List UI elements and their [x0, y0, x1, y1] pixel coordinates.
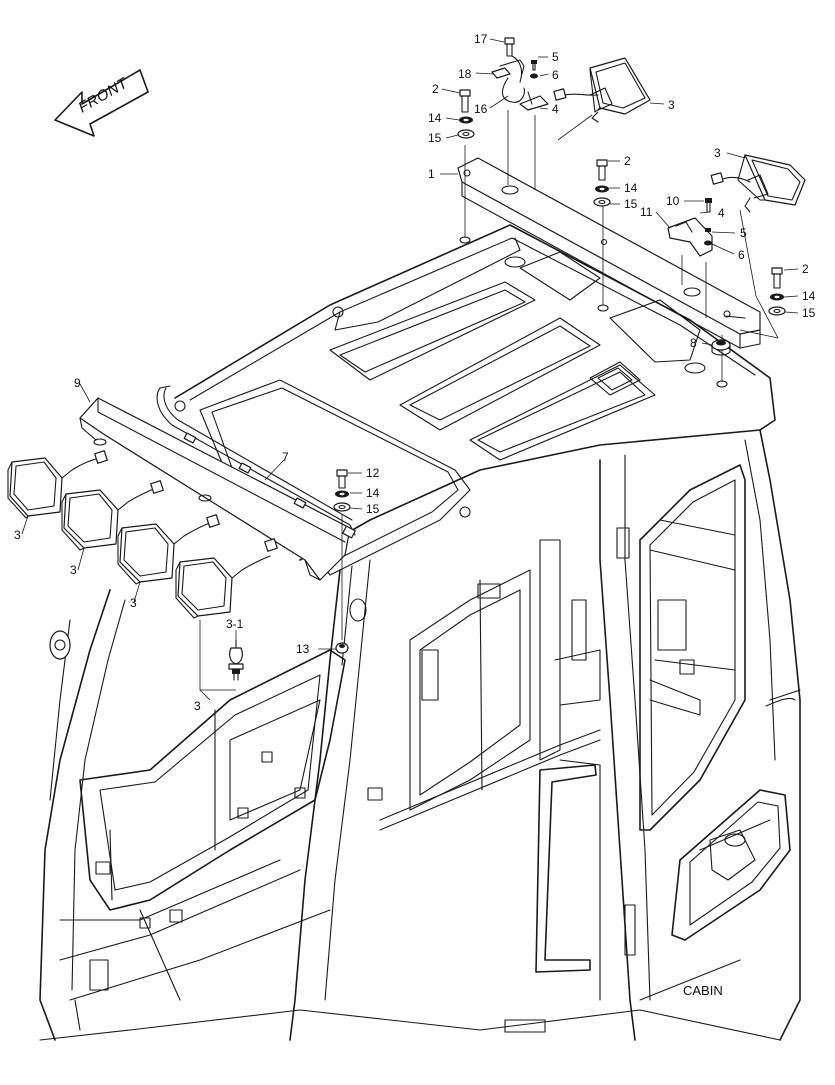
callout-15: 15: [624, 197, 638, 211]
callout-4: 4: [718, 206, 725, 220]
callout-10: 10: [666, 194, 680, 208]
cabin-body: [39, 224, 801, 1041]
callout-3: 3: [668, 98, 675, 112]
work-lamp-top-right: [710, 154, 806, 213]
halogen-bulb: [228, 639, 244, 681]
callout-18: 18: [458, 67, 472, 81]
mount-guide-lines: [459, 110, 779, 388]
callout-3: 3: [714, 146, 721, 160]
callout-14: 14: [428, 111, 442, 125]
front-arrow: FRONT: [54, 69, 149, 137]
callout-14: 14: [624, 181, 638, 195]
callout-8: 8: [690, 336, 697, 350]
callout-3: 3: [130, 596, 137, 610]
callout-7: 7: [282, 450, 289, 464]
callout-14: 14: [366, 486, 380, 500]
front-lamp-bar: [79, 397, 351, 581]
callout-4: 4: [552, 102, 559, 116]
callout-5: 5: [740, 226, 747, 240]
lamp-bracket: [457, 157, 761, 349]
callout-3: 3: [194, 699, 201, 713]
callout-15: 15: [802, 306, 816, 320]
callout-13: 13: [296, 642, 310, 656]
callout-17: 17: [474, 32, 488, 46]
callout-9: 9: [74, 376, 81, 390]
callout-2: 2: [624, 154, 631, 168]
callout-16: 16: [474, 102, 488, 116]
work-lamp-top-center: [553, 57, 651, 123]
callout-14: 14: [802, 289, 816, 303]
callout-2: 2: [432, 82, 439, 96]
callout-3-1: 3-1: [226, 617, 244, 631]
callout-3: 3: [14, 528, 21, 542]
front-lamp-4: [175, 538, 278, 619]
front-lamp-2: [61, 480, 164, 551]
callout-6: 6: [552, 68, 559, 82]
diagram-caption: CABIN: [683, 983, 723, 998]
callout-labels: 17 5 18 6 2 3 16 4 14 15 2 1 3 14 15 10 …: [14, 32, 816, 713]
callout-11: 11: [640, 205, 653, 219]
callout-6: 6: [738, 248, 745, 262]
callout-3: 3: [70, 563, 77, 577]
front-lamp-1: [7, 450, 108, 519]
callout-1: 1: [428, 167, 435, 181]
top-hardware: [457, 37, 786, 356]
front-label: FRONT: [76, 74, 133, 116]
callout-2: 2: [802, 262, 809, 276]
front-bar-fasteners: [333, 469, 351, 654]
leader-lines: [21, 38, 799, 701]
front-lamp-3: [117, 514, 220, 585]
callout-12: 12: [366, 466, 380, 480]
callout-15: 15: [366, 502, 380, 516]
wire-harness: [156, 385, 356, 539]
callout-5: 5: [552, 50, 559, 64]
callout-15: 15: [428, 131, 442, 145]
